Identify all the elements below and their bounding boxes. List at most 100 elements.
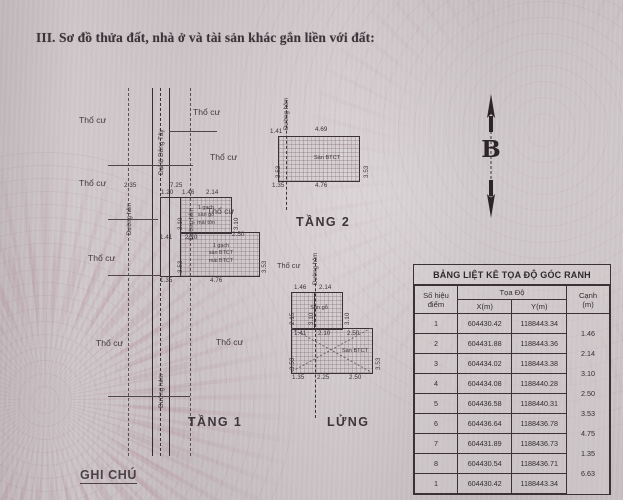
tang1-title: TẦNG 1 [188, 415, 243, 429]
plot-tick-1 [108, 165, 193, 166]
neighbor-label: Thổ cư [207, 206, 234, 216]
table-header-row-2: X(m) Y(m) [415, 299, 610, 314]
cell-point-id: 4 [414, 373, 458, 394]
lung-dim-mid: 1.41 [294, 330, 307, 337]
lung-block-a [291, 292, 343, 330]
tang2-block-note: Sàn BTCT [313, 155, 341, 161]
cell-y: 1188440.31 [511, 393, 568, 414]
neighbor-label: Thổ cư [216, 337, 244, 347]
tang2-centerline [286, 100, 287, 210]
plot-tick-5 [169, 131, 217, 132]
cell-y: 1188443.34 [511, 313, 568, 334]
lung-dim-mid: 2.10 [318, 330, 331, 337]
neighbor-label: Thổ cư [210, 152, 238, 162]
road-edge-left [152, 88, 153, 456]
header-point: Số hiệu điểm [414, 285, 458, 314]
dim-bottom: 4.76 [210, 277, 223, 284]
lung-dim-mid: 2.50 [347, 330, 360, 337]
cell-point-id: 1 [414, 473, 458, 494]
cell-edge: 1.46 [566, 327, 610, 348]
road-edge-right [169, 88, 170, 456]
lung-block-a-note: Sàn gỗ [310, 305, 328, 311]
cell-x: 604430.42 [456, 473, 513, 494]
street-label-lung: Đường hẻm [313, 252, 319, 285]
cell-point-id: 5 [414, 393, 458, 414]
tang1-side-strip [160, 197, 181, 277]
lung-dim-right: 3.10 [344, 312, 351, 325]
coordinate-table: BẢNG LIỆT KÊ TỌA ĐỘ GÓC RANH Số hiệu điể… [413, 264, 611, 495]
cell-x: 604431.89 [456, 433, 513, 454]
notes-label: GHI CHÚ [80, 468, 137, 484]
guide-left-1 [128, 88, 129, 456]
lung-dim-left: 3.10 [308, 312, 315, 325]
dim-left: 3.10 [177, 217, 184, 230]
lung-neighbor-label: Thổ cư [277, 261, 301, 270]
dim-top: 2.14 [206, 189, 219, 196]
dim-mid: 2.10 [185, 234, 198, 241]
table-header-row-1: Số hiệu điểm Tọa Độ Cạnh (m) [414, 285, 610, 314]
north-arrow-icon [487, 94, 495, 218]
header-edge-line1: Cạnh [578, 290, 598, 300]
cell-x: 604431.88 [456, 333, 513, 354]
tang2-dim-right: 3.53 [363, 165, 370, 178]
cell-edge: 6.63 [566, 467, 610, 488]
cell-edge: 4.75 [566, 427, 610, 448]
cell-edge: 3.10 [566, 367, 610, 388]
lung-dim-inner-left: 2.15 [289, 312, 296, 325]
header-x: X(m) [456, 299, 513, 314]
tang2-dim-top: 1.41 [270, 128, 283, 135]
cell-y: 1188443.34 [511, 473, 568, 494]
cell-point-id: 2 [414, 333, 458, 354]
lung-dim-bottom: 2.50 [349, 374, 362, 381]
cell-edge: 1.35 [566, 447, 610, 468]
cell-point-id: 6 [414, 413, 458, 434]
lung-dim-top: 2.14 [319, 284, 332, 291]
header-edge-line2: (m) [582, 299, 594, 309]
cell-x: 604430.54 [456, 453, 513, 474]
neighbor-label: Thổ cư [88, 253, 116, 263]
cell-y: 1188443.38 [511, 353, 568, 374]
lung-block-b-cross [291, 328, 371, 372]
dim-right: 3.10 [233, 217, 240, 230]
tang1-block-b [180, 232, 260, 277]
guide-right-1 [190, 88, 191, 456]
cell-y: 1188436.73 [511, 433, 568, 454]
cell-y: 1188436.78 [511, 413, 568, 434]
cell-x: 604434.08 [456, 373, 513, 394]
cell-point-id: 8 [414, 453, 458, 474]
lung-dim-bottom: 2.25 [317, 374, 330, 381]
tang1-block-a-note: 1 gạch sàn gỗ mái tôn [197, 205, 215, 226]
street-label-tang1: Đường hẻm [158, 373, 165, 408]
dim-mid: 1.41 [160, 234, 173, 241]
tang2-dim-bottom: 1.35 [272, 182, 285, 189]
cell-x: 604436.58 [456, 393, 513, 414]
cell-point-id: 1 [414, 313, 458, 334]
cell-y: 1188440.28 [511, 373, 568, 394]
coordinate-table-title: BẢNG LIỆT KÊ TỌA ĐỘ GÓC RANH [414, 265, 610, 285]
lung-title: LỬNG [327, 415, 370, 429]
header-point-line1: Số hiệu [423, 290, 449, 300]
header-coords: Tọa Độ [456, 285, 568, 300]
dim-mid: 2.50 [232, 231, 245, 238]
plot-tick-2 [108, 219, 158, 220]
cell-x: 604436.64 [456, 413, 513, 434]
plot-tick-4 [108, 396, 190, 397]
lung-dim-left: 3.53 [289, 357, 296, 370]
neighbor-label: Thổ cư [193, 107, 221, 117]
dim-left: 3.53 [177, 260, 184, 273]
tang1-block-a [180, 197, 232, 234]
header-point-line2: điểm [427, 299, 445, 309]
dim-bottom: 1.35 [160, 277, 173, 284]
dim-top: 1.46 [182, 189, 195, 196]
neighbor-label: Thổ cư [96, 338, 124, 348]
street-label-tang2: Đường hẻm [284, 97, 290, 130]
cell-x: 604430.42 [456, 313, 513, 334]
cell-y: 1188443.36 [511, 333, 568, 354]
